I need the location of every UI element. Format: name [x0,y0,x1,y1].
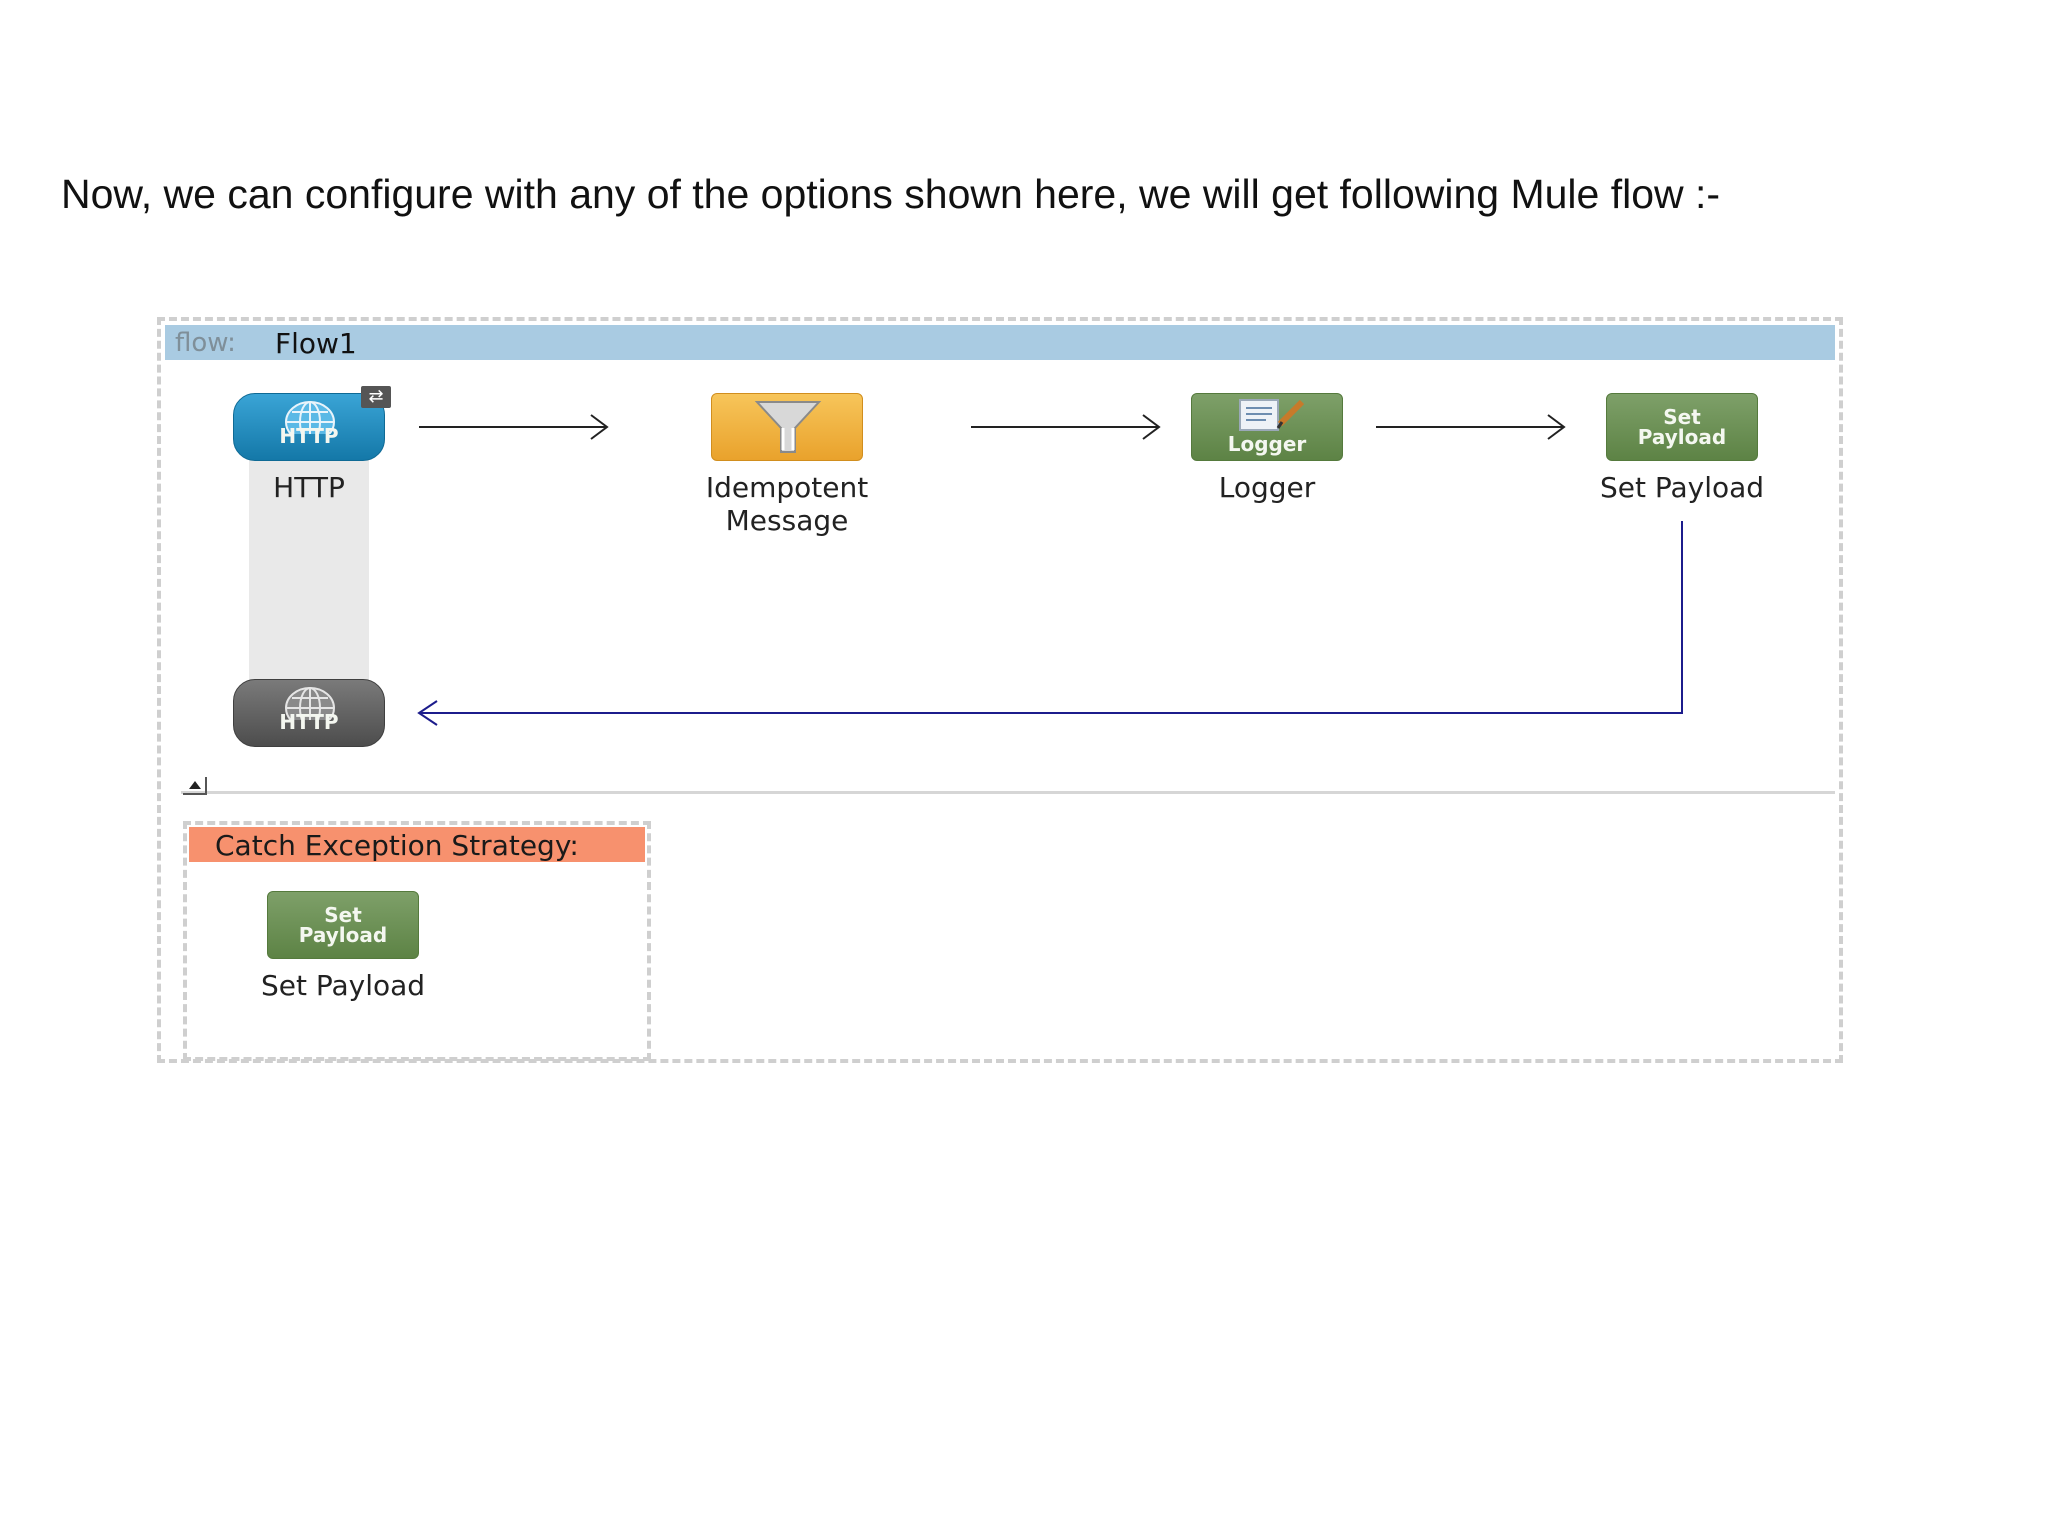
flow-keyword: flow: [175,328,236,358]
idempotent-label-line2: Message [725,504,849,537]
arrow-logger-to-set-payload [1376,414,1566,440]
collapse-toggle-icon[interactable] [183,777,207,795]
http-node-label: HTTP [273,471,345,504]
idempotent-message-node[interactable] [711,393,863,461]
http-response-node[interactable]: HTTP [233,679,385,747]
flow-divider [181,791,1835,794]
catch-exception-strategy[interactable]: Catch Exception Strategy: Set Payload Se… [183,821,651,1061]
exception-set-payload-text-line1: Set [324,903,362,927]
idempotent-label-line1: Idempotent [705,471,869,504]
arrow-http-to-idempotent [419,414,609,440]
logger-node-text: Logger [1227,432,1307,456]
catch-header: Catch Exception Strategy: [189,827,645,862]
set-payload-node[interactable]: Set Payload [1606,393,1758,461]
http-node-text: HTTP [279,424,339,448]
flow-name: Flow1 [275,327,357,360]
exception-set-payload-node[interactable]: Set Payload [267,891,419,959]
arrow-idempotent-to-logger [971,414,1161,440]
exception-set-payload-text-line2: Payload [298,923,388,947]
intro-text: Now, we can configure with any of the op… [61,171,1721,217]
globe-icon [285,687,335,720]
flow-container[interactable]: flow: Flow1 HTTP ⇄ HTTP Idempotent Messa… [157,317,1843,1063]
flow-header[interactable]: flow: Flow1 [165,325,1835,360]
set-payload-node-label: Set Payload [1599,471,1765,504]
filter-funnel-icon [754,401,822,453]
http-response-text: HTTP [279,710,339,734]
exception-set-payload-label: Set Payload [260,969,426,1002]
return-arrow [417,521,1683,726]
set-payload-text-line2: Payload [1637,425,1727,449]
logger-node[interactable]: Logger [1191,393,1343,461]
flow-arrows [417,414,1683,726]
logger-node-label: Logger [1218,471,1316,504]
globe-icon [285,401,335,434]
catch-title: Catch Exception Strategy: [215,829,579,862]
set-payload-text-line1: Set [1663,405,1701,429]
http-inbound-node[interactable]: HTTP [233,393,385,461]
logger-notepad-icon [1239,399,1305,431]
exchange-pattern-icon[interactable]: ⇄ [361,386,391,408]
